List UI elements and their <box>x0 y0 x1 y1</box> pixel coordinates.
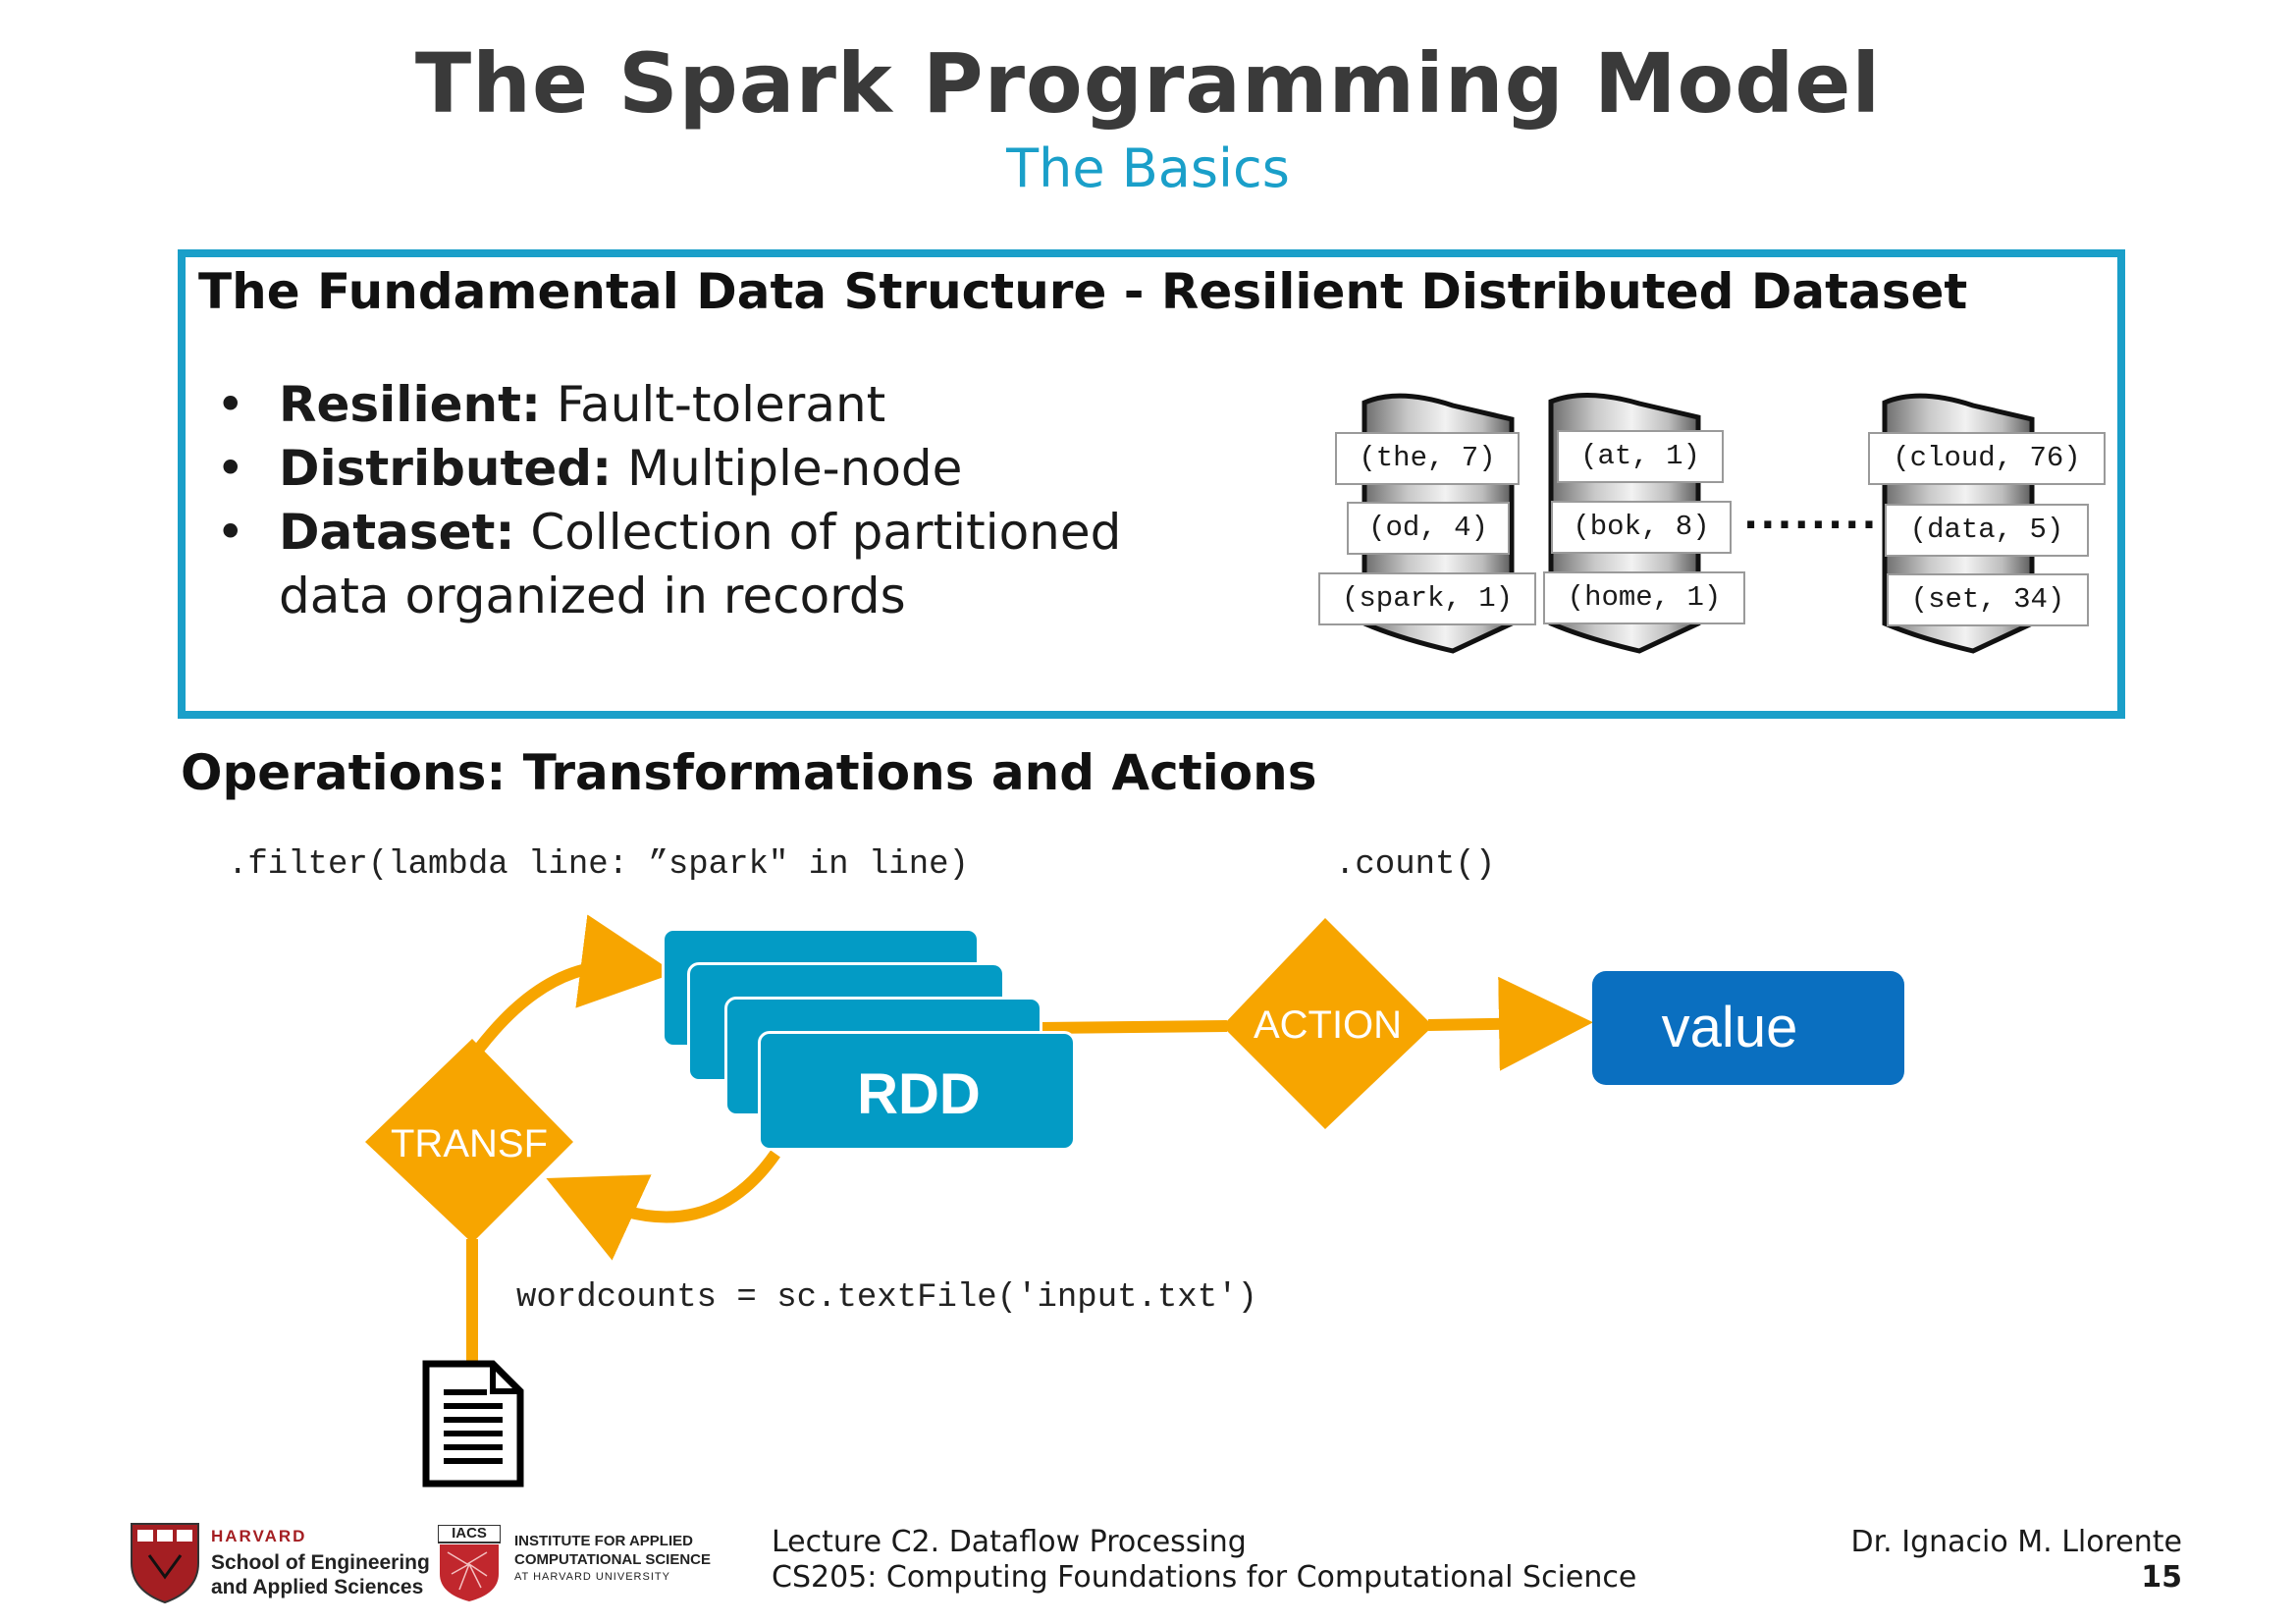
record-box: (the, 7) <box>1335 432 1520 485</box>
iacs-badge: IACS <box>452 1525 487 1542</box>
rdd-definition-box <box>178 249 2125 719</box>
node-ellipsis: ........ <box>1743 493 1879 538</box>
bullet-resilient: • Resilient: Fault-tolerant <box>208 373 1121 437</box>
value-label: value <box>1661 996 1798 1059</box>
slide-title: The Spark Programming Model <box>414 35 1882 132</box>
bullet-text: Collection of partitioned <box>514 504 1122 561</box>
record-box: (home, 1) <box>1543 571 1745 624</box>
action-diamond <box>1222 918 1433 1129</box>
school-line1: School of Engineering <box>211 1551 430 1574</box>
bullet-continuation: data organized in records <box>279 568 906 624</box>
record-box: (spark, 1) <box>1318 572 1536 625</box>
rdd-bullet-list: • Resilient: Fault-tolerant • Distribute… <box>208 373 1121 628</box>
bullet-text: Fault-tolerant <box>541 376 886 433</box>
footer-lecture: Lecture C2. Dataflow Processing <box>772 1525 1247 1559</box>
operations-heading: Operations: Transformations and Actions <box>181 744 1317 801</box>
rdd-label: RDD <box>857 1062 981 1126</box>
school-line2: and Applied Sciences <box>211 1576 424 1598</box>
action-to-value-arrow <box>1427 976 1593 1071</box>
iacs-shield-icon <box>438 1525 501 1601</box>
record-box: (od, 4) <box>1347 502 1510 555</box>
filter-code: .filter(lambda line: ”spark" in line) <box>228 846 969 884</box>
bullet-dot: • <box>216 440 245 497</box>
transform-out-arrow <box>474 914 675 1053</box>
footer-author: Dr. Ignacio M. Llorente <box>1850 1525 2183 1559</box>
record-box: (data, 5) <box>1885 504 2089 557</box>
action-label: ACTION <box>1253 1003 1403 1047</box>
iacs-line3: AT HARVARD UNIVERSITY <box>514 1571 670 1583</box>
textfile-code: wordcounts = sc.textFile('input.txt') <box>516 1279 1257 1317</box>
rdd-section-heading: The Fundamental Data Structure - Resilie… <box>198 263 1968 320</box>
record-box: (bok, 8) <box>1551 501 1732 554</box>
rdd-to-action-connector <box>1040 1020 1228 1034</box>
slide-subtitle: The Basics <box>1006 137 1290 199</box>
page-number: 15 <box>2141 1560 2182 1595</box>
harvard-name: HARVARD <box>211 1527 307 1545</box>
bullet-text: Multiple-node <box>612 440 963 497</box>
bullet-term: Dataset: <box>279 504 515 561</box>
transf-label: TRANSF <box>391 1122 548 1165</box>
harvard-shield-icon <box>131 1523 199 1604</box>
rdd-card <box>758 1031 1076 1151</box>
bullet-term: Distributed: <box>279 440 613 497</box>
transform-in-arrow <box>546 1150 780 1261</box>
iacs-line1: INSTITUTE FOR APPLIED <box>514 1533 693 1549</box>
document-icon <box>422 1360 524 1488</box>
bullet-term: Resilient: <box>279 376 541 433</box>
record-box: (cloud, 76) <box>1868 432 2106 485</box>
count-code: .count() <box>1335 846 1496 884</box>
transf-diamond <box>365 1039 573 1243</box>
bullet-dataset: • Dataset: Collection of partitioned dat… <box>208 501 1121 628</box>
record-box: (at, 1) <box>1557 430 1724 483</box>
value-box <box>1592 971 1904 1085</box>
bullet-dot: • <box>216 376 245 433</box>
footer-course: CS205: Computing Foundations for Computa… <box>772 1560 1637 1595</box>
bullet-dot: • <box>216 504 245 561</box>
bullet-distributed: • Distributed: Multiple-node <box>208 437 1121 501</box>
record-box: (set, 34) <box>1887 573 2089 626</box>
iacs-line2: COMPUTATIONAL SCIENCE <box>514 1551 712 1568</box>
